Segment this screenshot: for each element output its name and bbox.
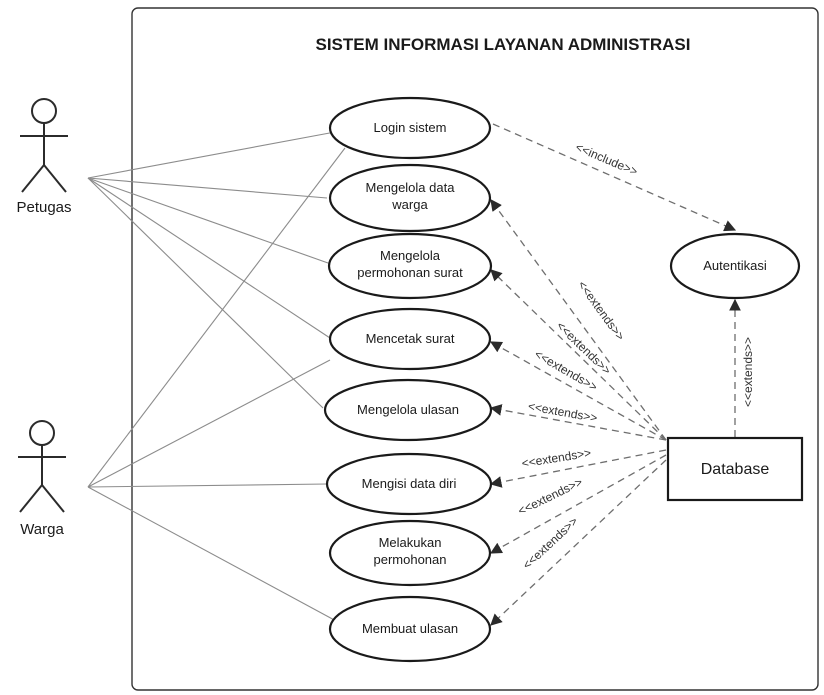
svg-text:Autentikasi: Autentikasi bbox=[703, 258, 767, 273]
use-case-kelola-warga: Mengelola data warga bbox=[328, 163, 492, 233]
assoc-warga-ulasan bbox=[87, 486, 339, 623]
assoc-warga-login bbox=[87, 147, 346, 488]
extends-arrow-cetak bbox=[489, 341, 667, 441]
assoc-petugas-kelola-ulasan bbox=[87, 177, 324, 409]
use-case-kelola-ulasan: Mengelola ulasan bbox=[323, 378, 493, 442]
actor-warga-label: Warga bbox=[20, 521, 64, 538]
use-case-cetak-surat: Mencetak surat bbox=[328, 307, 492, 371]
extends-arrow-permohonan bbox=[489, 454, 667, 554]
association-lines bbox=[87, 131, 346, 623]
assoc-petugas-login bbox=[87, 131, 336, 179]
svg-text:Membuat ulasan: Membuat ulasan bbox=[362, 621, 458, 636]
use-case-membuat-ulasan-label: Membuat ulasan bbox=[362, 621, 458, 636]
extends-arrow-kelola-warga bbox=[490, 199, 667, 441]
use-case-melakukan-permohonan: Melakukan permohonan bbox=[328, 519, 492, 587]
use-case-membuat-ulasan: Membuat ulasan bbox=[328, 595, 492, 663]
svg-text:Mengisi data diri: Mengisi data diri bbox=[362, 476, 457, 491]
use-case-login-label: Login sistem bbox=[374, 120, 447, 135]
use-case-kelola-surat-label-2: permohonan surat bbox=[357, 265, 463, 280]
database-box: Database bbox=[666, 436, 804, 502]
svg-text:Mencetak surat: Mencetak surat bbox=[366, 331, 455, 346]
extends-arrow-ulasan bbox=[490, 459, 667, 626]
actor-petugas: Petugas bbox=[16, 98, 72, 216]
svg-text:Login sistem: Login sistem bbox=[374, 120, 447, 135]
use-case-kelola-warga-label-2: warga bbox=[391, 197, 428, 212]
assoc-petugas-cetak bbox=[87, 177, 331, 339]
use-case-autentikasi-label: Autentikasi bbox=[703, 258, 767, 273]
extends-arrow-kelola-surat bbox=[490, 269, 667, 441]
use-case-kelola-warga-label-1: Mengelola data bbox=[366, 180, 456, 195]
use-case-isi-data-diri: Mengisi data diri bbox=[325, 452, 493, 516]
extends-arrow-isi-data bbox=[489, 449, 667, 488]
assoc-petugas-kelola-warga bbox=[87, 177, 328, 199]
actor-warga: Warga bbox=[18, 420, 66, 538]
use-case-kelola-surat-label-1: Mengelola bbox=[380, 248, 441, 263]
use-case-autentikasi: Autentikasi bbox=[669, 232, 801, 300]
use-case-cetak-surat-label: Mencetak surat bbox=[366, 331, 455, 346]
use-case-isi-data-diri-label: Mengisi data diri bbox=[362, 476, 457, 491]
actor-warga-icon bbox=[18, 420, 66, 513]
dependency-arrows bbox=[489, 123, 741, 626]
assoc-petugas-kelola-surat bbox=[87, 177, 329, 264]
actor-petugas-label: Petugas bbox=[16, 199, 71, 216]
use-case-permohonan-label-2: permohonan bbox=[374, 552, 447, 567]
assoc-warga-isi-data bbox=[87, 483, 328, 488]
include-arrow-login-autentikasi bbox=[492, 123, 737, 232]
extends-arrow-kelola-ulasan bbox=[489, 404, 667, 441]
use-case-login: Login sistem bbox=[328, 96, 492, 160]
use-case-kelola-ulasan-label: Mengelola ulasan bbox=[357, 402, 459, 417]
extends-label-autentikasi: <<extends>> bbox=[741, 337, 755, 407]
assoc-warga-cetak bbox=[87, 359, 331, 488]
svg-text:Mengelola ulasan: Mengelola ulasan bbox=[357, 402, 459, 417]
actor-petugas-icon bbox=[20, 98, 68, 193]
diagram-title: SISTEM INFORMASI LAYANAN ADMINISTRASI bbox=[316, 35, 691, 54]
database-label: Database bbox=[701, 461, 770, 478]
use-case-kelola-surat: Mengelola permohonan surat bbox=[327, 232, 493, 300]
use-case-permohonan-label-1: Melakukan bbox=[379, 535, 442, 550]
